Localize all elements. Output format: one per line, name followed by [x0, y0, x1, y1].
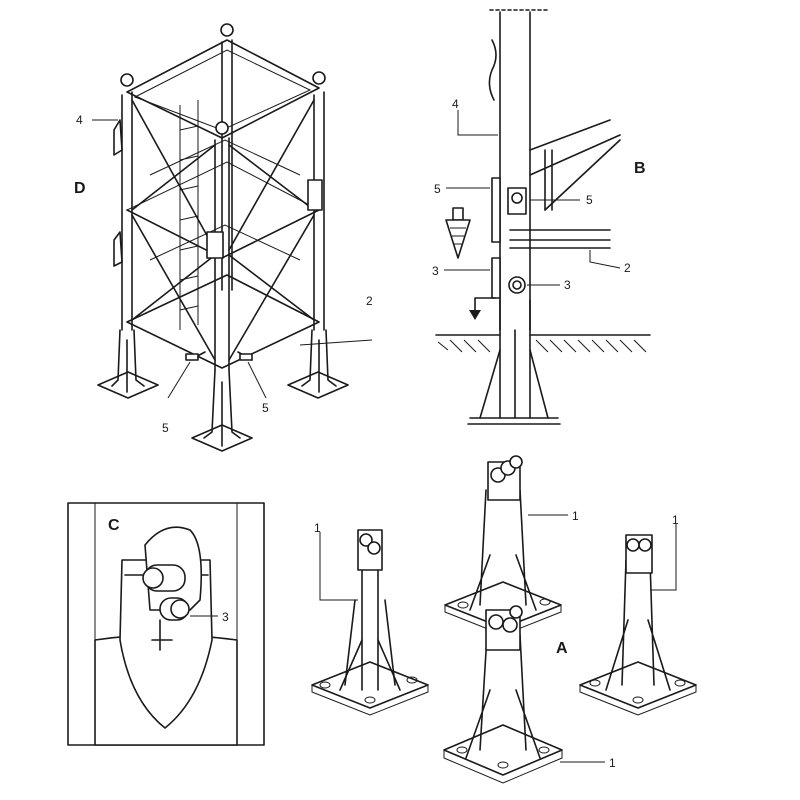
panel-c-letter: C [108, 517, 120, 534]
splice-plate-front [206, 231, 224, 259]
pedestal-a-front [443, 605, 563, 784]
pedestal-right [301, 329, 337, 393]
panel-b-letter: B [634, 160, 646, 177]
base-plate-right [287, 371, 349, 399]
base-plate-left [97, 371, 159, 399]
chord-left [121, 91, 133, 331]
pedestal-front [203, 369, 241, 447]
pedestal-a-back [444, 455, 562, 636]
callout-a-1-right: 1 [672, 513, 679, 527]
cotter-pin [151, 619, 173, 651]
panel-a-base-pedestals: 1 1 1 1 A [311, 455, 697, 784]
bolt-5 [511, 192, 523, 204]
panel-a-letter: A [556, 640, 568, 657]
splice-plate-5 [491, 177, 501, 243]
top-frame [126, 39, 320, 139]
callout-d-5a: 5 [162, 421, 169, 435]
callout-b-3-left: 3 [432, 264, 439, 278]
callout-d-4: 4 [76, 113, 83, 127]
callout-b-4: 4 [452, 97, 459, 111]
callout-b-2: 2 [624, 261, 631, 275]
callout-d-5b: 5 [262, 401, 269, 415]
arrow-down-icon [445, 207, 471, 259]
panel-b-side-detail: 4 5 5 3 3 2 B [432, 9, 651, 425]
callout-d-2: 2 [366, 294, 373, 308]
callout-a-1-front: 1 [609, 756, 616, 770]
pedestal-a-left [311, 529, 429, 716]
callout-a-1-back: 1 [572, 509, 579, 523]
pedestal-left [111, 329, 145, 393]
elbow-arrow-icon [474, 297, 496, 313]
callout-c-3: 3 [222, 610, 229, 624]
callout-a-1-left: 1 [314, 521, 321, 535]
bolt-nut [170, 599, 190, 619]
panel-d-letter: D [74, 180, 86, 197]
callout-b-5-left: 5 [434, 182, 441, 196]
splice-plate-right [307, 179, 323, 211]
callout-b-3-right: 3 [564, 278, 571, 292]
panel-d-mast-section: 4 2 5 5 D [74, 23, 373, 452]
callout-b-5-right: 5 [586, 193, 593, 207]
panel-c-bolt-detail: 3 C [67, 502, 265, 746]
bottom-frame [126, 274, 320, 369]
pedestal-a-right [579, 534, 697, 716]
splice-plate-3 [491, 257, 501, 299]
